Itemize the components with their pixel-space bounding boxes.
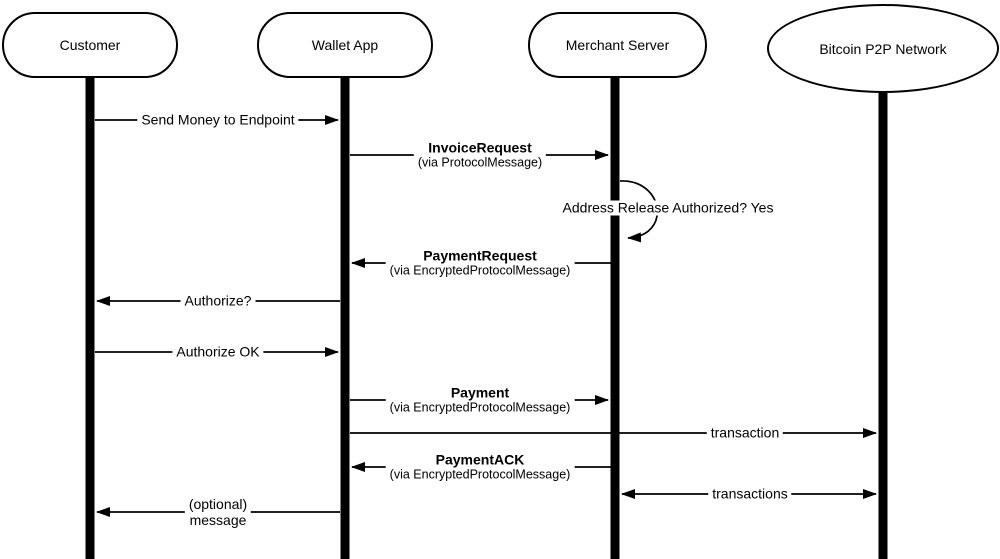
message-payment-request-subtitle: (via EncryptedProtocolMessage) (389, 263, 571, 278)
message-optional-title: (optional) (188, 496, 248, 512)
actor-merchant-server: Merchant Server (528, 12, 707, 78)
message-invoice-request-label: InvoiceRequest (via ProtocolMessage) (413, 139, 547, 170)
actor-customer-label: Customer (59, 37, 121, 53)
lifeline-merchant-server (610, 70, 620, 559)
message-transaction-label: transaction (706, 425, 784, 441)
lifeline-customer (85, 70, 95, 559)
message-send-money-label: Send Money to Endpoint (137, 112, 299, 128)
message-payment-request-title: PaymentRequest (423, 247, 537, 264)
message-invoice-request-title: InvoiceRequest (428, 139, 532, 156)
message-transactions-label: transactions (708, 486, 792, 502)
message-optional-subtitle: message (189, 512, 247, 528)
message-authorize-label: Authorize? (180, 293, 256, 309)
actor-customer: Customer (2, 12, 178, 78)
lifeline-bitcoin-network (878, 60, 888, 559)
message-payment-label: Payment (via EncryptedProtocolMessage) (385, 384, 575, 415)
message-payment-request-label: PaymentRequest (via EncryptedProtocolMes… (385, 247, 575, 278)
lifeline-wallet-app (340, 70, 350, 559)
message-invoice-request-subtitle: (via ProtocolMessage) (417, 155, 543, 170)
actor-wallet-app: Wallet App (257, 12, 433, 78)
actor-bitcoin-network-label: Bitcoin P2P Network (819, 40, 947, 57)
message-payment-ack-subtitle: (via EncryptedProtocolMessage) (389, 467, 571, 482)
actor-wallet-app-label: Wallet App (311, 37, 379, 53)
message-authorize-ok-label: Authorize OK (172, 344, 264, 360)
message-optional-label: (optional) message (184, 496, 252, 528)
message-payment-ack-title: PaymentACK (435, 451, 525, 468)
actor-bitcoin-network: Bitcoin P2P Network (767, 4, 999, 93)
message-payment-ack-label: PaymentACK (via EncryptedProtocolMessage… (385, 451, 575, 482)
message-payment-title: Payment (450, 384, 510, 401)
message-address-release-label: Address Release Authorized? Yes (558, 200, 778, 216)
message-payment-subtitle: (via EncryptedProtocolMessage) (389, 400, 571, 415)
actor-merchant-server-label: Merchant Server (565, 37, 670, 53)
